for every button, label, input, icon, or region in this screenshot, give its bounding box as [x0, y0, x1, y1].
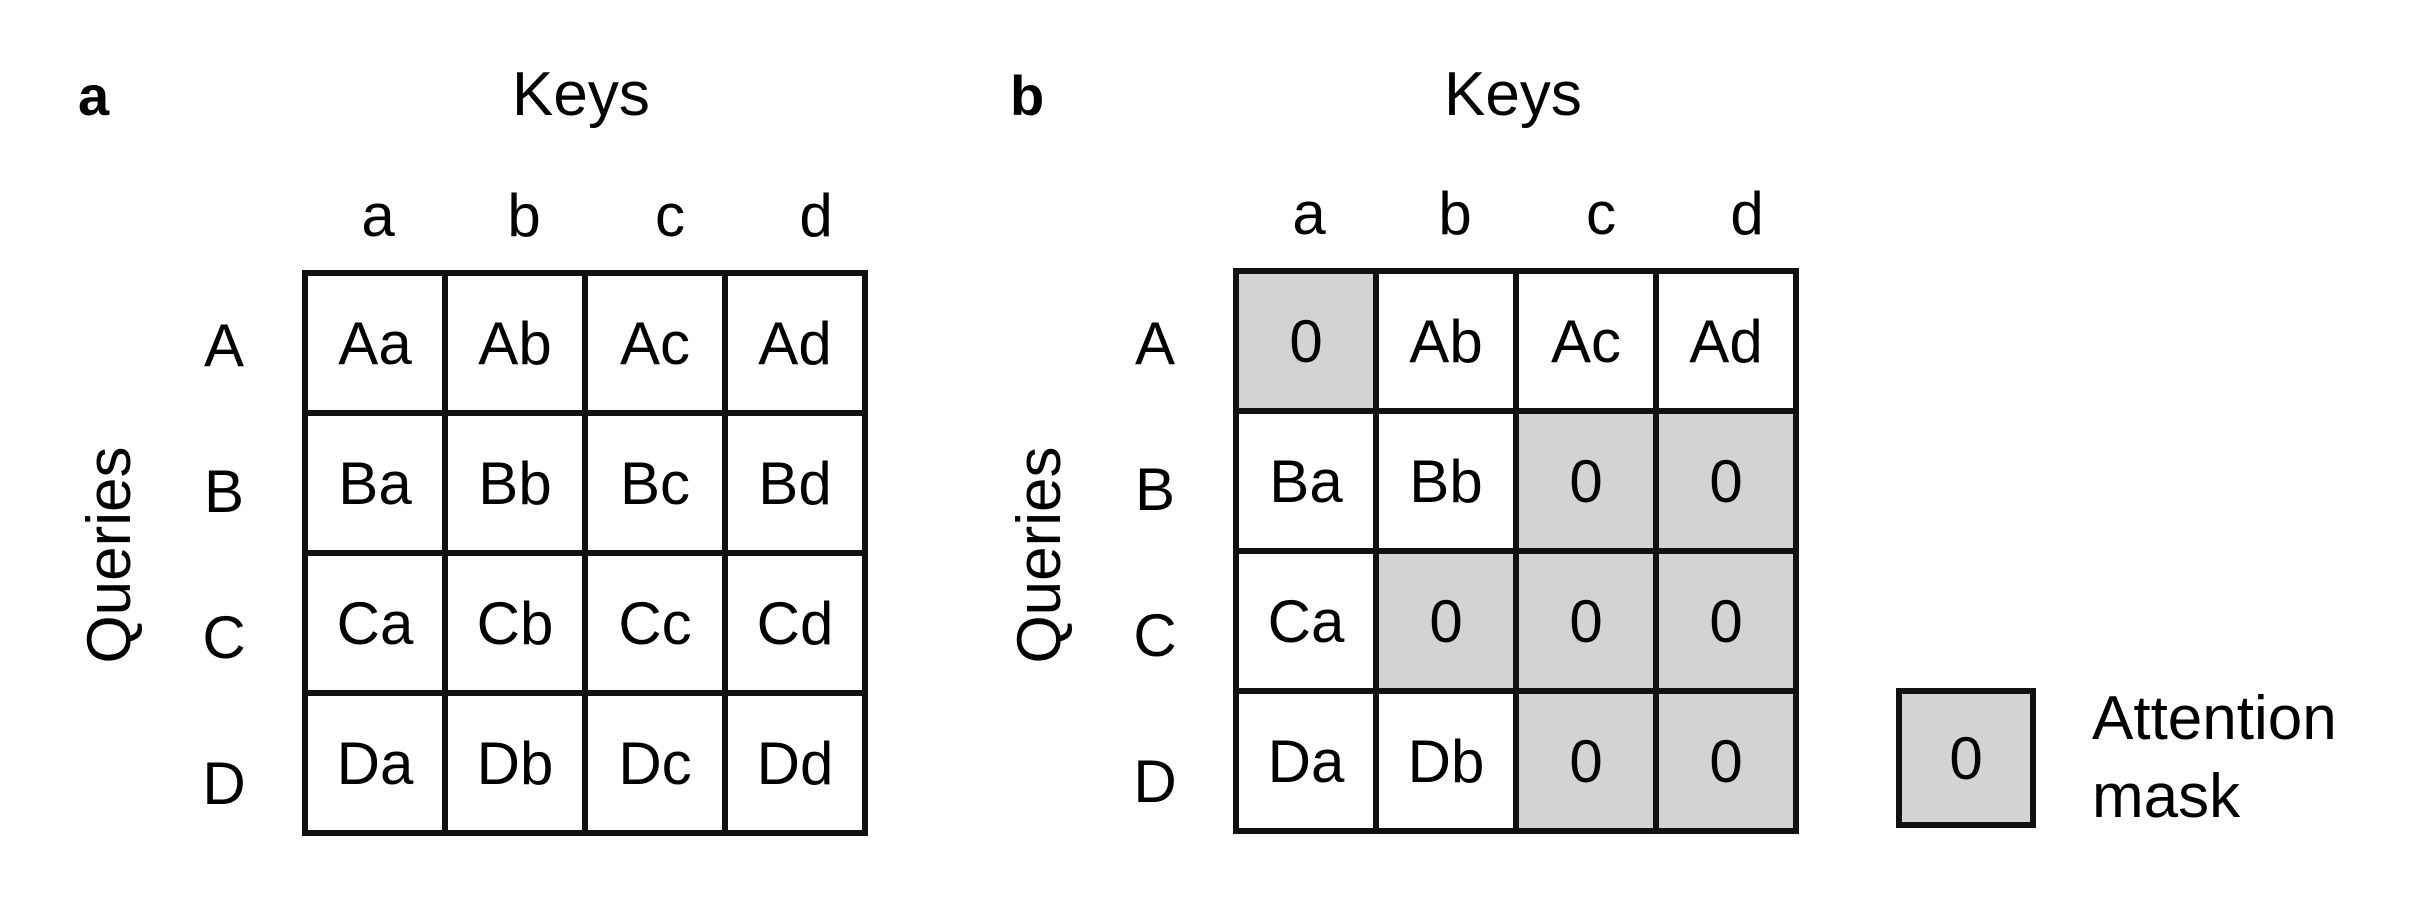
- attention-cell: Bb: [1379, 414, 1519, 554]
- attention-cell: Bb: [448, 416, 588, 556]
- attention-cell: Ab: [448, 276, 588, 416]
- key-label-a: a: [361, 182, 395, 249]
- attention-cell: Bc: [588, 416, 728, 556]
- masked-cell: 0: [1659, 554, 1799, 694]
- attention-cell: Bd: [728, 416, 868, 556]
- query-label-C: C: [1133, 602, 1177, 669]
- attention-cell: Cb: [448, 556, 588, 696]
- key-label-a: a: [1292, 180, 1326, 247]
- attention-cell: Ad: [1659, 274, 1799, 414]
- query-label-D: D: [1133, 748, 1177, 815]
- key-label-b: b: [507, 182, 541, 249]
- attention-cell: Dc: [588, 696, 728, 836]
- attention-cell: Cc: [588, 556, 728, 696]
- panel-b-queries-title: Queries: [1005, 446, 1074, 664]
- query-label-A: A: [1134, 310, 1176, 377]
- query-label-B: B: [1134, 456, 1176, 523]
- query-label-A: A: [203, 312, 245, 379]
- query-label-D: D: [202, 750, 246, 817]
- attention-cell: Aa: [308, 276, 448, 416]
- attention-cell: Ad: [728, 276, 868, 416]
- attention-cell: Da: [308, 696, 448, 836]
- attention-cell: Db: [1379, 694, 1519, 834]
- attention-cell: Dd: [728, 696, 868, 836]
- key-label-d: d: [799, 182, 833, 249]
- panel-a-queries-title: Queries: [75, 446, 144, 664]
- panel-a-keys-title: Keys: [512, 60, 650, 129]
- masked-cell: 0: [1519, 694, 1659, 834]
- attention-cell: Ba: [1239, 414, 1379, 554]
- legend-mask-swatch: 0: [1896, 688, 2036, 828]
- legend-label: Attention mask: [2092, 680, 2337, 835]
- panel-b-keys-title: Keys: [1444, 60, 1582, 129]
- attention-cell: Cd: [728, 556, 868, 696]
- query-label-B: B: [203, 458, 245, 525]
- masked-cell: 0: [1519, 554, 1659, 694]
- attention-cell: Ca: [1239, 554, 1379, 694]
- legend-label-line1: Attention: [2092, 684, 2337, 753]
- key-label-c: c: [1586, 180, 1616, 247]
- masked-cell: 0: [1239, 274, 1379, 414]
- key-label-d: d: [1730, 180, 1764, 247]
- attention-cell: Ba: [308, 416, 448, 556]
- masked-cell: 0: [1659, 694, 1799, 834]
- attention-cell: Ac: [1519, 274, 1659, 414]
- attention-cell: Da: [1239, 694, 1379, 834]
- attention-cell: Ac: [588, 276, 728, 416]
- key-label-c: c: [655, 182, 685, 249]
- attention-cell: Ca: [308, 556, 448, 696]
- legend-swatch-text: 0: [1949, 724, 1983, 792]
- attention-cell: Db: [448, 696, 588, 836]
- query-label-C: C: [202, 604, 246, 671]
- key-label-b: b: [1438, 180, 1472, 247]
- masked-cell: 0: [1659, 414, 1799, 554]
- panel-b-letter: b: [1010, 64, 1045, 127]
- masked-cell: 0: [1379, 554, 1519, 694]
- panel-a-letter: a: [78, 64, 110, 127]
- masked-cell: 0: [1519, 414, 1659, 554]
- legend-label-line2: mask: [2092, 761, 2241, 831]
- attention-cell: Ab: [1379, 274, 1519, 414]
